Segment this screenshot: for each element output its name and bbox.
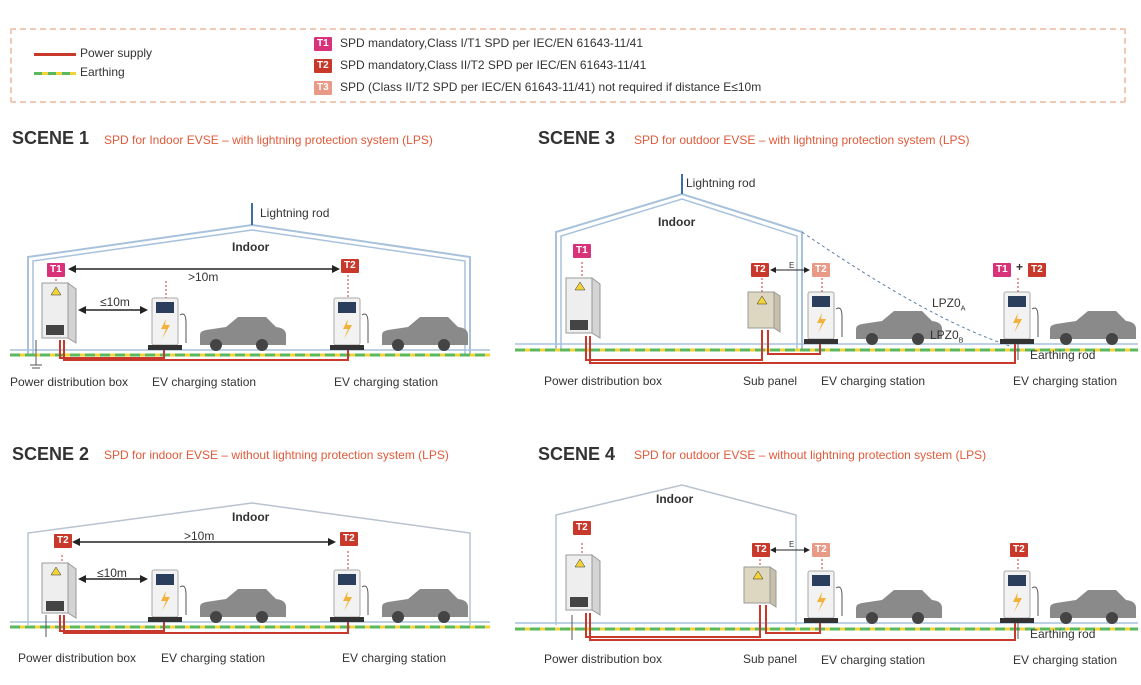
t1-legend-tag: T1 [314, 37, 332, 51]
legend-box: Power supply Earthing T1 SPD mandatory,C… [10, 28, 1126, 103]
scene1-dist-far: >10m [188, 270, 219, 284]
scene3-station1-label: EV charging station [821, 374, 926, 388]
scene4-station1-label: EV charging station [821, 653, 926, 667]
t3-legend-text: SPD (Class II/T2 SPD per IEC/EN 61643-11… [340, 80, 762, 94]
scene1-tag-t1: T1 [47, 263, 65, 277]
power-distribution-box [41, 282, 77, 344]
t2-legend-tag: T2 [314, 59, 332, 73]
car-1 [856, 311, 942, 339]
scene3-sub-panel-label: Sub panel [743, 374, 798, 388]
car-2 [1050, 590, 1136, 618]
scene1-indoor-label: Indoor [232, 240, 270, 254]
scene3-lpz-a: LPZ0A [932, 296, 966, 313]
sub-panel [747, 291, 781, 333]
scene2-diagram [10, 502, 490, 637]
scene4-indoor-label: Indoor [656, 492, 694, 506]
power-supply-swatch [34, 53, 76, 56]
car-2 [1050, 311, 1136, 339]
scene2-station2-label: EV charging station [342, 651, 447, 665]
scene3-box-label: Power distribution box [544, 374, 663, 388]
scene1-diagram [10, 203, 490, 369]
scene2-station1-label: EV charging station [161, 651, 266, 665]
ev-station-2 [1000, 291, 1039, 344]
car-2 [382, 317, 468, 345]
scene2-indoor-label: Indoor [232, 510, 270, 524]
scene1-rod-label: Lightning rod [260, 206, 330, 220]
scene3-tag-t3: T2 [812, 263, 830, 277]
scene3-rod-label: Lightning rod [686, 176, 756, 190]
scene4-e-label: E [789, 540, 795, 549]
earthing-label: Earthing [80, 65, 125, 79]
scene3-title: SCENE 3 [538, 128, 616, 148]
scene4-tag-t3: T2 [812, 543, 830, 557]
scene2-tag-b: T2 [340, 532, 358, 546]
car-2 [382, 589, 468, 617]
t1-legend-text: SPD mandatory,Class I/T1 SPD per IEC/EN … [340, 36, 644, 50]
scene3-lpz-b: LPZ0B [930, 328, 964, 345]
power-distribution-box [41, 562, 77, 619]
earthing-swatch [34, 72, 76, 75]
scene1-box-label: Power distribution box [10, 375, 129, 389]
lpz-boundary [801, 231, 1011, 347]
scene3-tag-c1: T1 [993, 263, 1011, 277]
scene3-tag-plus: + [1016, 260, 1024, 274]
car-1 [856, 590, 942, 618]
scene1-subtitle: SPD for Indoor EVSE – with lightning pro… [104, 133, 433, 147]
scene4-subtitle: SPD for outdoor EVSE – without lightning… [634, 448, 987, 462]
scene3-tag-c2: T2 [1028, 263, 1046, 277]
ev-station-2 [330, 569, 369, 622]
scene1-station2-label: EV charging station [334, 375, 439, 389]
scene2-dist-near: ≤10m [97, 566, 127, 580]
ev-station-1 [804, 570, 843, 623]
scene4-tag-c: T2 [1010, 543, 1028, 557]
ev-station-1 [148, 569, 187, 622]
scene1-station1-label: EV charging station [152, 375, 257, 389]
scene4-sub-panel-label: Sub panel [743, 652, 798, 666]
ev-station-1 [148, 297, 187, 350]
scene2-tag-a: T2 [54, 534, 72, 548]
ev-station-2 [1000, 570, 1039, 623]
scene1-tag-t2: T2 [341, 259, 359, 273]
scene4-title: SCENE 4 [538, 444, 616, 464]
scene4-station2-label: EV charging station [1013, 653, 1118, 667]
scene4-earth-rod-label: Earthing rod [1030, 627, 1096, 641]
scene3-e-label: E [789, 261, 795, 270]
sub-panel [743, 566, 777, 608]
scene2-roof [27, 502, 471, 625]
scene2-title: SCENE 2 [12, 444, 90, 464]
scene4-roof [555, 484, 797, 625]
scene4-diagram [515, 484, 1138, 641]
ev-station-1 [804, 291, 843, 344]
scene3-subtitle: SPD for outdoor EVSE – with lightning pr… [634, 133, 970, 147]
scene2-box-label: Power distribution box [18, 651, 137, 665]
power-distribution-box [565, 277, 601, 339]
t3-legend-tag: T3 [314, 81, 332, 95]
scene3-tag-sub: T2 [751, 263, 769, 277]
car-1 [200, 317, 286, 345]
scene3-tag-t1: T1 [573, 244, 591, 258]
scene4-tag-a: T2 [573, 521, 591, 535]
scene1-dist-near: ≤10m [100, 295, 130, 309]
scene4-tag-sub: T2 [752, 543, 770, 557]
scene3-diagram [515, 174, 1138, 364]
scene4-box-label: Power distribution box [544, 652, 663, 666]
scene3-earth-rod-label: Earthing rod [1030, 348, 1096, 362]
power-supply-label: Power supply [80, 46, 153, 60]
scene2-subtitle: SPD for indoor EVSE – without lightning … [104, 448, 449, 462]
scene3-indoor-label: Indoor [658, 215, 696, 229]
scene2-dist-far: >10m [184, 529, 215, 543]
scene1-title: SCENE 1 [12, 128, 90, 148]
car-1 [200, 589, 286, 617]
ev-station-2 [330, 297, 369, 350]
t2-legend-text: SPD mandatory,Class II/T2 SPD per IEC/EN… [340, 58, 647, 72]
power-distribution-box [565, 554, 601, 616]
scene3-station2-label: EV charging station [1013, 374, 1118, 388]
